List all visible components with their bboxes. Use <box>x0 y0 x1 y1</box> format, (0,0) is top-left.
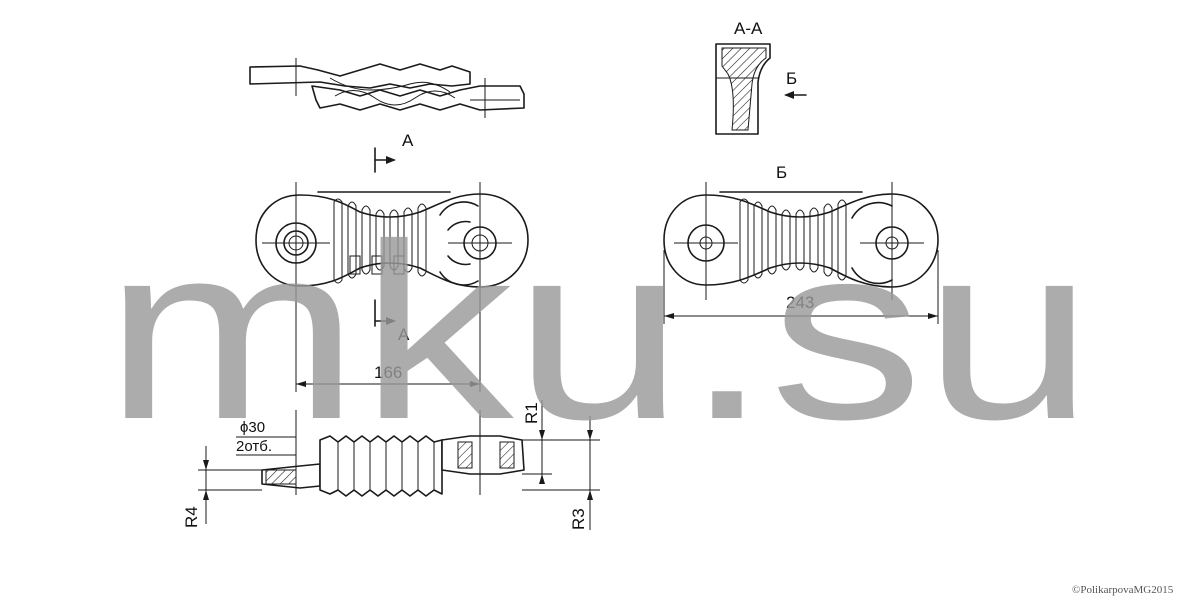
radius-4-label: R4 <box>182 506 201 528</box>
cut-a-top-label: A <box>402 131 414 150</box>
section-a-a: A-A Б <box>715 19 807 135</box>
copyright-text: ©PolikarpovaMG2015 <box>1072 584 1174 596</box>
radius-3-label: R3 <box>569 508 588 530</box>
dimension-166: 166 <box>374 363 402 382</box>
section-title: A-A <box>734 19 763 38</box>
watermark-text: mku.su <box>104 192 1094 471</box>
radius-1-label: R1 <box>522 402 541 424</box>
view-b-title: Б <box>776 163 787 182</box>
view-b-arrow-label: Б <box>786 69 797 88</box>
cut-a-bottom-label: A <box>398 325 410 344</box>
hole-diameter-label: ϕ30 <box>240 419 265 436</box>
hole-count-label: 2отб. <box>236 438 272 455</box>
bottom-side-view: ϕ30 2отб. R4 R1 <box>182 400 600 530</box>
top-side-view <box>249 58 525 118</box>
dimension-243: 243 <box>786 293 814 312</box>
left-plan-view: A A <box>255 131 529 392</box>
right-plan-view: Б 243 <box>663 163 939 324</box>
